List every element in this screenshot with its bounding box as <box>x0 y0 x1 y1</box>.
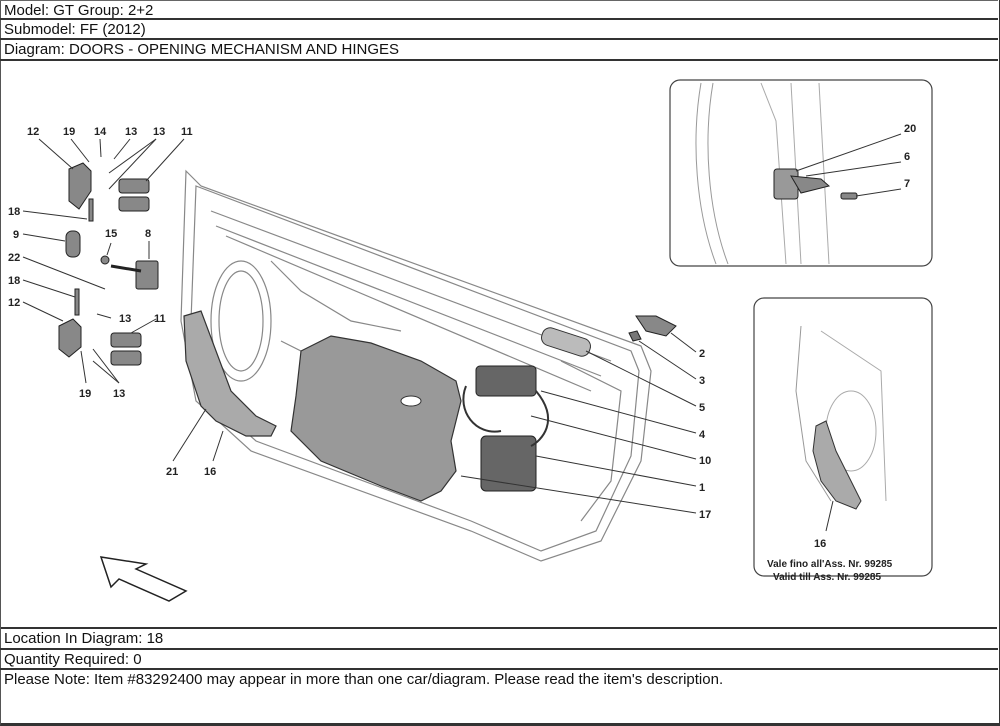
callout-9: 9 <box>13 229 19 241</box>
callout-8: 8 <box>145 228 151 240</box>
submodel-label: Submodel: FF (2012) <box>0 20 998 40</box>
diagram-title: Diagram: DOORS - OPENING MECHANISM AND H… <box>0 40 998 61</box>
upper-hinge-parts <box>65 162 159 290</box>
direction-arrow <box>99 556 188 602</box>
callout-13: 13 <box>153 126 165 138</box>
callout-17: 17 <box>699 509 711 521</box>
panel-hole <box>400 395 422 407</box>
inset-panel-detail: 16 Vale fino all'Ass. Nr. 99285 Valid ti… <box>753 297 933 583</box>
callout-10: 10 <box>699 455 711 467</box>
validity-caption-english: Valid till Ass. Nr. 99285 <box>773 572 881 583</box>
callout-13: 13 <box>125 126 137 138</box>
callout-12: 12 <box>27 126 39 138</box>
callout-3: 3 <box>699 375 705 387</box>
handle-insert <box>628 330 642 342</box>
callout-21: 21 <box>166 466 178 478</box>
callout-19: 19 <box>79 388 91 400</box>
inset-hinge-detail: 20 6 7 <box>669 79 933 267</box>
leader-lines <box>22 138 697 514</box>
callout-19: 19 <box>63 126 75 138</box>
callout-16: 16 <box>814 538 826 550</box>
callout-11: 11 <box>181 126 193 138</box>
insulation-panel <box>290 335 462 502</box>
callout-14: 14 <box>94 126 107 138</box>
item-note: Please Note: Item #83292400 may appear i… <box>4 671 724 688</box>
callout-22: 22 <box>8 252 20 264</box>
callout-18: 18 <box>8 275 20 287</box>
callout-1: 1 <box>699 482 705 494</box>
quantity-required: Quantity Required: 0 <box>0 650 998 670</box>
callout-13: 13 <box>113 388 125 400</box>
location-in-diagram: Location In Diagram: 18 <box>0 629 998 650</box>
callout-16: 16 <box>204 466 216 478</box>
model-label: Model: GT Group: 2+2 <box>0 0 998 20</box>
callout-13: 13 <box>119 313 131 325</box>
callout-12: 12 <box>8 297 20 309</box>
callout-20: 20 <box>904 123 916 135</box>
callout-11: 11 <box>154 313 166 325</box>
parts-diagram: 12 19 14 13 13 11 18 9 15 8 22 18 12 13 … <box>1 61 997 629</box>
handle-bezel <box>541 327 591 357</box>
callout-4: 4 <box>699 429 706 441</box>
callout-15: 15 <box>105 228 117 240</box>
callout-7: 7 <box>904 178 910 190</box>
callout-5: 5 <box>699 402 705 414</box>
inner-handle <box>635 315 677 337</box>
callout-6: 6 <box>904 151 910 163</box>
callout-2: 2 <box>699 348 705 360</box>
validity-caption-italian: Vale fino all'Ass. Nr. 99285 <box>767 559 893 570</box>
lower-hinge-parts <box>58 288 142 366</box>
latch-mechanism <box>462 365 550 492</box>
side-trim-panel <box>183 310 277 437</box>
callout-18: 18 <box>8 206 20 218</box>
